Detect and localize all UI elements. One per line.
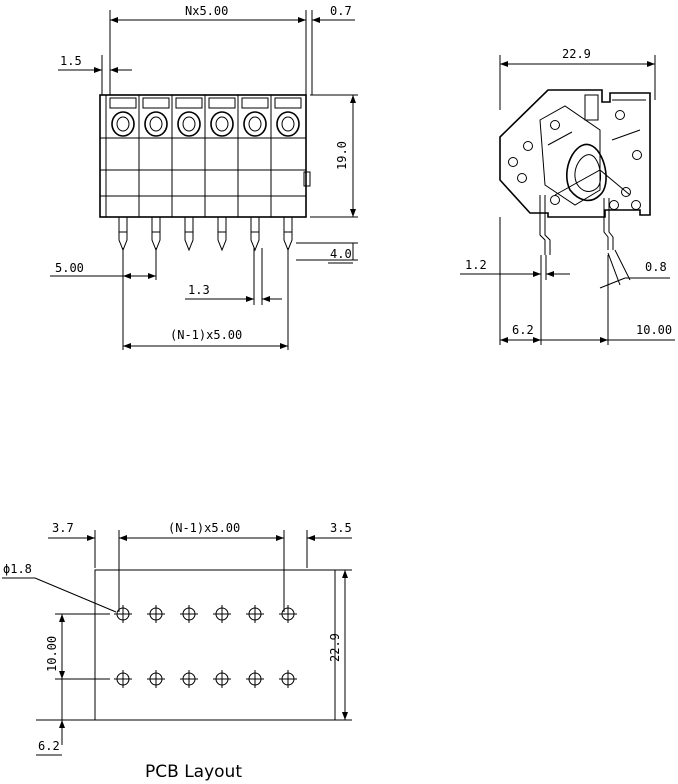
pcb-dim-bottom-label: 6.2: [38, 739, 60, 753]
dim-tab-label: 0.7: [330, 4, 352, 18]
dim-pin-label: 1.3: [188, 283, 210, 297]
pin: [250, 217, 260, 252]
side-holes: [508, 110, 642, 210]
pcb-caption: PCB Layout: [145, 762, 242, 782]
slot-top: [208, 97, 236, 109]
side-hole: [550, 120, 560, 130]
side-dim-depth-label: 22.9: [562, 47, 591, 61]
dim-width-label: Nx5.00: [185, 4, 228, 18]
side-hole: [631, 200, 641, 210]
pcb-holes: [114, 605, 297, 688]
pcb-dim-right-label: 3.5: [330, 521, 352, 535]
pcb-dim-span-label: (N-1)x5.00: [168, 521, 240, 535]
pcb-dim-height-label: 22.9: [328, 633, 342, 662]
side-dim-left-label: 6.2: [512, 323, 534, 337]
side-hole: [517, 173, 527, 183]
slot-top: [142, 97, 170, 109]
terminal-slots: [105, 95, 302, 217]
side-hole: [621, 187, 631, 197]
slot-top: [241, 97, 269, 109]
dim-span-label: (N-1)x5.00: [170, 328, 242, 342]
side-hole: [615, 110, 625, 120]
side-dim-pin-t-label: 0.8: [645, 260, 667, 274]
wire-entry-inner: [248, 116, 262, 132]
wire-entry: [276, 111, 300, 137]
wire-entry: [111, 111, 135, 137]
side-hole: [508, 157, 518, 167]
pins: [118, 217, 293, 252]
slot-top: [109, 97, 137, 109]
front-view: Nx5.00 0.7 1.5 19.0 4.0: [50, 4, 358, 350]
dim-pitch-label: 5.00: [55, 261, 84, 275]
side-hole: [550, 195, 560, 205]
pin: [118, 217, 128, 252]
slot-top: [274, 97, 302, 109]
pin: [151, 217, 161, 252]
side-dim-pin-w-label: 1.2: [465, 258, 487, 272]
pcb-dim-hole-label: ϕ1.8: [3, 562, 32, 576]
pcb-dim-left-label: 3.7: [52, 521, 74, 535]
pin: [184, 217, 194, 252]
pin: [217, 217, 227, 252]
side-dim-row-label: 10.00: [636, 323, 672, 337]
pcb-layout: 3.7 (N-1)x5.00 3.5 ϕ1.8 10.00 22.9: [2, 521, 352, 782]
dim-height-label: 19.0: [335, 141, 349, 170]
side-hole: [609, 200, 619, 210]
wire-entry-inner: [116, 116, 130, 132]
side-view: 22.9 1.2 0.8 6.2: [460, 47, 675, 345]
pin: [283, 217, 293, 252]
dim-offset-label: 1.5: [60, 54, 82, 68]
wire-entry-inner: [281, 116, 295, 132]
slot-top: [175, 97, 203, 109]
pcb-dim-row-label: 10.00: [45, 636, 59, 672]
wire-entry: [144, 111, 168, 137]
wire-entry: [177, 111, 201, 137]
wire-entry: [243, 111, 267, 137]
wire-entry: [210, 111, 234, 137]
wire-entry-inner: [215, 116, 229, 132]
dim-pin-len-label: 4.0: [330, 247, 352, 261]
wire-entry-inner: [182, 116, 196, 132]
wire-entry-inner: [149, 116, 163, 132]
side-hole: [632, 150, 642, 160]
side-hole: [523, 141, 533, 151]
